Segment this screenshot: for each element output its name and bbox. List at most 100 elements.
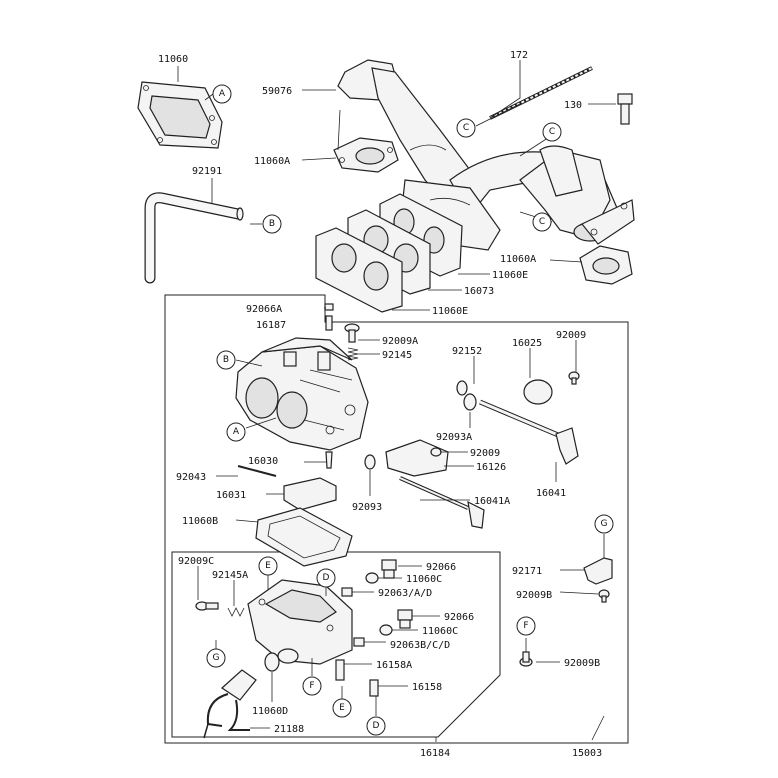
svg-text:A: A xyxy=(219,89,226,99)
callout-A-carb: A xyxy=(226,422,246,442)
label-92009A: 92009A xyxy=(382,336,418,347)
label-16184: 16184 xyxy=(420,748,450,759)
label-92171: 92171 xyxy=(512,566,542,577)
label-11060A-upper: 11060A xyxy=(254,156,290,167)
label-92063BCD: 92063B/C/D xyxy=(390,640,450,651)
label-92093: 92093 xyxy=(352,502,382,513)
screw-92009B-upper xyxy=(598,589,610,603)
gasket-11060C-upper xyxy=(365,572,379,584)
svg-text:A: A xyxy=(233,427,240,437)
callout-D-bowl: D xyxy=(316,568,336,588)
breather-hose-92191 xyxy=(144,192,244,284)
svg-text:G: G xyxy=(213,653,220,663)
washer-92093 xyxy=(364,454,376,470)
cap-92066A xyxy=(324,303,334,311)
part-labels: 11060 92191 172 59076 130 11060A 11060A … xyxy=(158,50,602,759)
svg-text:G: G xyxy=(601,519,608,529)
callout-G-right: G xyxy=(594,514,614,534)
float-bowl-16184 xyxy=(247,579,353,665)
label-16187: 16187 xyxy=(256,320,286,331)
label-11060E-upper: 11060E xyxy=(492,270,528,281)
svg-text:E: E xyxy=(339,703,345,713)
label-16158: 16158 xyxy=(412,682,442,693)
bolt-130 xyxy=(617,93,633,125)
svg-text:D: D xyxy=(323,573,330,583)
jet-92063AD xyxy=(341,587,353,597)
label-21188: 21188 xyxy=(274,724,304,735)
label-172: 172 xyxy=(510,50,528,61)
float-16031 xyxy=(283,477,337,511)
label-16025: 16025 xyxy=(512,338,542,349)
screw-92009C xyxy=(195,601,219,611)
callout-F-bowl: F xyxy=(302,676,322,696)
throttle-shaft-16041 xyxy=(479,399,579,465)
callouts: A B C C C B A E D G F E D G F xyxy=(206,84,614,736)
carburetor-body xyxy=(235,337,369,451)
washer-92093A xyxy=(463,393,477,411)
svg-text:C: C xyxy=(463,123,469,133)
plug-92066-lower xyxy=(397,609,413,629)
screw-92009-mid xyxy=(430,447,442,457)
label-11060A-right: 11060A xyxy=(500,254,536,265)
label-92066-upper: 92066 xyxy=(426,562,456,573)
label-92145A: 92145A xyxy=(212,570,248,581)
gasket-11060B xyxy=(255,507,353,567)
svg-text:B: B xyxy=(223,355,229,365)
screw-92009A xyxy=(344,323,360,343)
callout-C-lower: C xyxy=(532,212,552,232)
oring-11060D xyxy=(264,652,280,672)
assembly-outline-16184 xyxy=(171,551,501,738)
svg-text:E: E xyxy=(265,561,271,571)
gasket-11060C-lower xyxy=(379,624,393,636)
intake-manifold xyxy=(337,59,635,251)
label-16041: 16041 xyxy=(536,488,566,499)
callout-C-upper: C xyxy=(542,122,562,142)
label-92009-mid: 92009 xyxy=(470,448,500,459)
label-92009B-upper: 92009B xyxy=(516,590,552,601)
label-92191: 92191 xyxy=(192,166,222,177)
label-11060C-upper: 11060C xyxy=(406,574,442,585)
callout-A-top: A xyxy=(212,84,232,104)
callout-E-bowl: E xyxy=(258,556,278,576)
needle-16030 xyxy=(325,451,333,469)
assembly-outline-15003 xyxy=(164,294,629,744)
svg-text:C: C xyxy=(539,217,545,227)
label-16158A: 16158A xyxy=(376,660,412,671)
label-92009C: 92009C xyxy=(178,556,214,567)
label-92009-top: 92009 xyxy=(556,330,586,341)
jet-16158A xyxy=(335,659,345,681)
label-11060D: 11060D xyxy=(252,706,288,717)
callout-C-left: C xyxy=(456,118,476,138)
callout-G-left: G xyxy=(206,648,226,668)
seal-92152 xyxy=(456,380,468,396)
label-16031: 16031 xyxy=(216,490,246,501)
label-11060C-lower: 11060C xyxy=(422,626,458,637)
screw-92009B-lower xyxy=(519,651,533,667)
svg-text:D: D xyxy=(373,721,380,731)
gasket-11060E-lower xyxy=(315,227,403,313)
jet-16158 xyxy=(369,679,379,697)
choke-shaft-16041A xyxy=(399,476,485,529)
label-16041A: 16041A xyxy=(474,496,510,507)
label-59076: 59076 xyxy=(262,86,292,97)
svg-text:F: F xyxy=(523,621,528,631)
svg-text:B: B xyxy=(269,219,275,229)
gasket-11060 xyxy=(137,81,223,149)
label-11060E-lower: 11060E xyxy=(432,306,468,317)
label-11060B: 11060B xyxy=(182,516,218,527)
label-16073: 16073 xyxy=(464,286,494,297)
label-16030: 16030 xyxy=(248,456,278,467)
jet-92063BCD xyxy=(353,637,365,647)
bracket-92171 xyxy=(583,557,613,585)
callout-B-carb: B xyxy=(216,350,236,370)
label-11060: 11060 xyxy=(158,54,188,65)
callout-F-right: F xyxy=(516,616,536,636)
svg-text:C: C xyxy=(549,127,555,137)
callout-B-left: B xyxy=(262,214,282,234)
solenoid-21188 xyxy=(203,669,257,739)
screw-92009-top xyxy=(568,371,580,385)
plug-92066-upper xyxy=(381,559,397,579)
label-92152: 92152 xyxy=(452,346,482,357)
callout-E-jet: E xyxy=(332,698,352,718)
